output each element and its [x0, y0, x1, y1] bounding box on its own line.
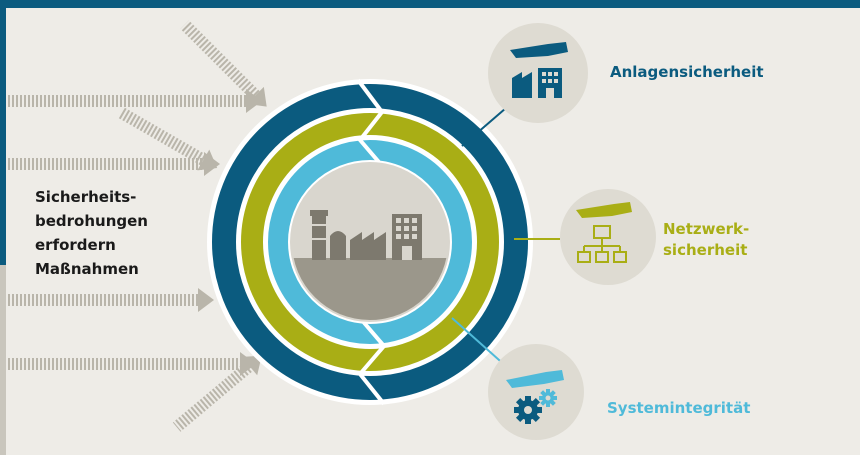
hand-gears-icon	[488, 344, 584, 440]
pillar-label-systemintegritaet: Systemintegrität	[607, 399, 751, 417]
threat-arrow-diagonal	[172, 355, 262, 432]
threat-arrow	[8, 288, 214, 312]
threat-arrow	[8, 352, 256, 376]
threat-label-line: erfordern	[35, 236, 116, 254]
hand-factory-icon	[488, 23, 588, 123]
threat-arrows	[8, 20, 267, 432]
threat-label-line: bedrohungen	[35, 212, 148, 230]
connector-anlagen	[461, 107, 507, 147]
factory-plant-icon	[310, 210, 422, 260]
threat-arrow-diagonal	[180, 20, 267, 107]
hand-network-icon	[560, 189, 656, 285]
threat-arrow-diagonal	[118, 107, 218, 171]
threat-label-line: Maßnahmen	[35, 260, 139, 278]
connector-system	[451, 317, 509, 369]
threat-label: Sicherheits- bedrohungen erfordern Maßna…	[35, 185, 185, 281]
pillar-label-line: Netzwerk-	[663, 220, 750, 238]
pillar-label-netzwerksicherheit: Netzwerk- sicherheit	[663, 219, 749, 261]
threat-arrow	[8, 89, 262, 113]
top-band	[0, 0, 860, 8]
left-edge-strip-lower	[0, 265, 6, 455]
threat-label-line: Sicherheits-	[35, 188, 137, 206]
left-edge-strip	[0, 0, 6, 265]
pillar-label-line: sicherheit	[663, 241, 748, 259]
pillar-label-anlagensicherheit: Anlagensicherheit	[610, 63, 764, 81]
